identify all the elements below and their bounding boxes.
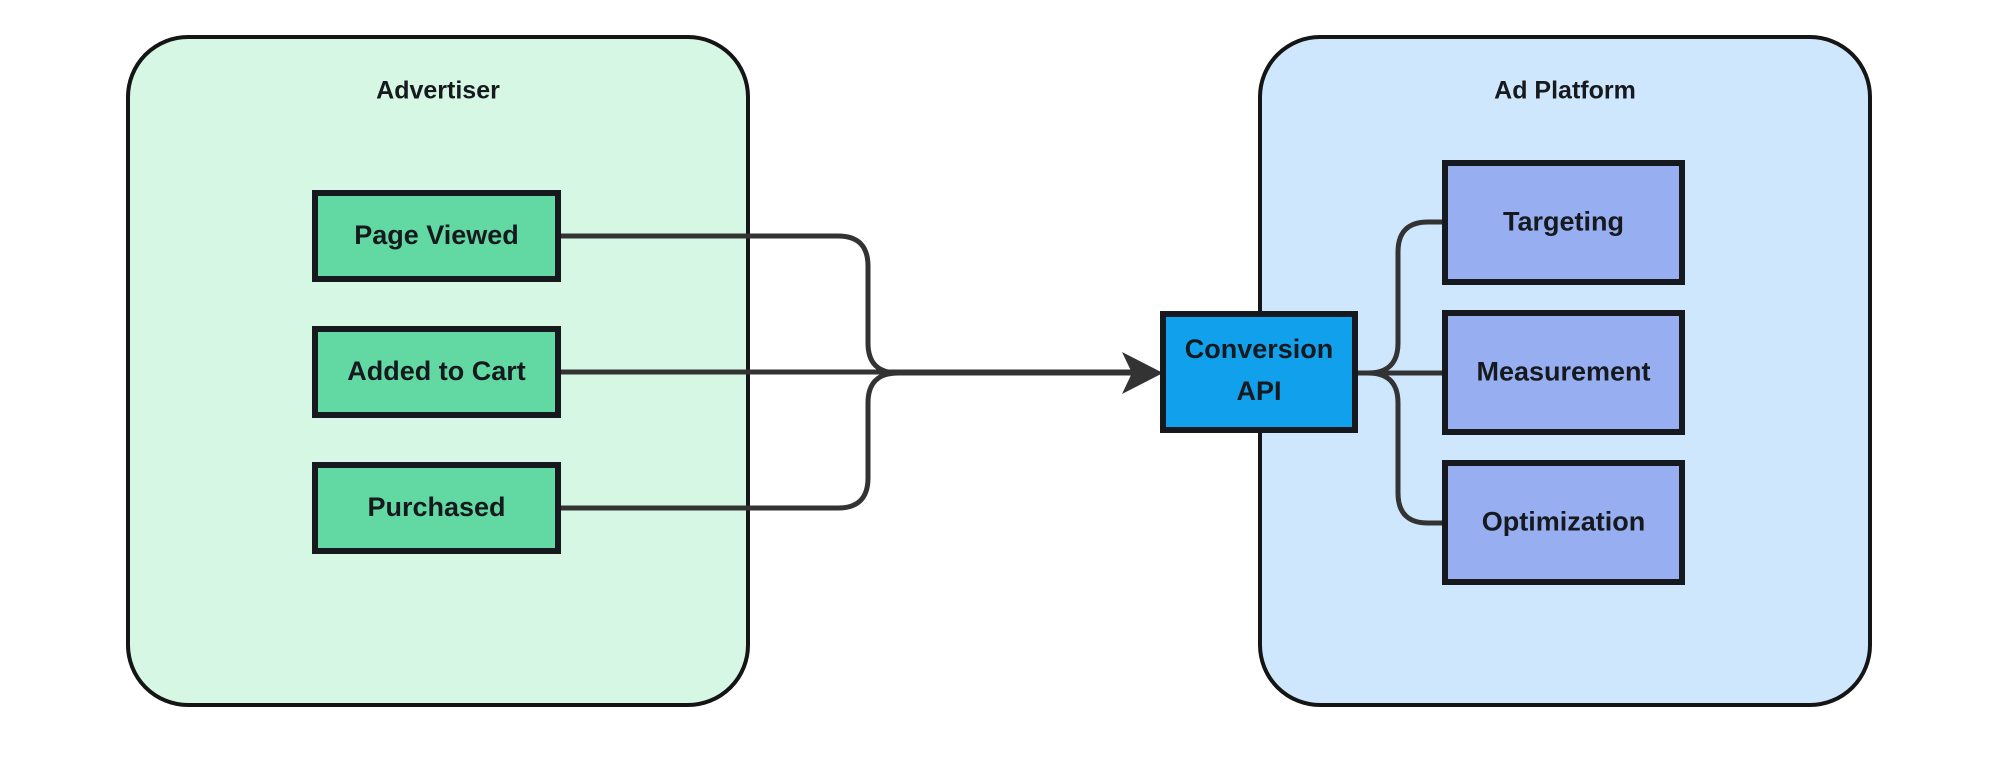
node-measurement-label: Measurement: [1476, 357, 1650, 387]
node-page-viewed-label: Page Viewed: [354, 220, 519, 250]
edge-purchased-to-conversion-api: [558, 370, 1152, 511]
node-optimization-rect[interactable]: [1442, 460, 1685, 585]
node-purchased-label: Purchased: [367, 492, 505, 522]
node-added-to-cart-label: Added to Cart: [347, 356, 526, 386]
node-added-to-cart[interactable]: Added to Cart: [312, 326, 561, 418]
node-optimization[interactable]: Optimization: [1442, 460, 1685, 585]
node-added-to-cart-rect[interactable]: [312, 326, 561, 418]
node-targeting[interactable]: Targeting: [1442, 160, 1685, 285]
node-conversion-api-rect[interactable]: [1160, 311, 1358, 433]
node-conversion-api-label-line2: API: [1236, 376, 1281, 406]
node-conversion-api-label-line1: Conversion: [1185, 334, 1334, 364]
cluster-advertiser-label: Advertiser: [376, 77, 500, 105]
edge-group: [558, 219, 1445, 526]
node-page-viewed[interactable]: Page Viewed: [312, 190, 561, 282]
node-conversion-api[interactable]: Conversion API: [1160, 311, 1358, 433]
cluster-ad-platform-label: Ad Platform: [1494, 77, 1636, 105]
node-purchased[interactable]: Purchased: [312, 462, 561, 554]
node-page-viewed-rect[interactable]: [312, 190, 561, 282]
node-purchased-rect[interactable]: [312, 462, 561, 554]
node-measurement[interactable]: Measurement: [1442, 310, 1685, 435]
node-measurement-rect[interactable]: [1442, 310, 1685, 435]
arrowhead-icon: [1122, 352, 1163, 394]
node-optimization-label: Optimization: [1482, 507, 1646, 537]
node-targeting-label: Targeting: [1503, 207, 1624, 237]
edge-conversion-api-to-optimization: [1355, 370, 1445, 526]
node-targeting-rect[interactable]: [1442, 160, 1685, 285]
